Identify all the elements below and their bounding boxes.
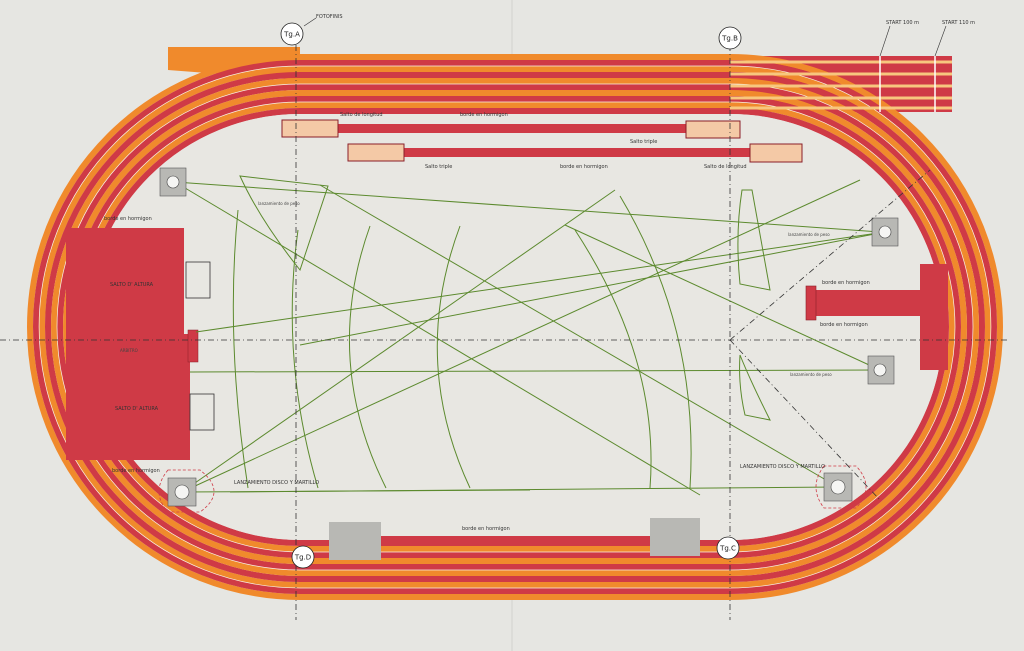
start-110-leader [934,25,947,57]
track-lane-5 [51,78,979,576]
bottom-pad-left [329,522,381,560]
bottom-runway [362,536,668,546]
label-borde-hormigon-bottom: borde en hormigon [462,526,510,532]
axis-marker-a[interactable]: Tg.A [280,22,304,46]
label-lanzamiento-peso-left: lanzamiento de peso [258,201,300,206]
discus-cage-sw [158,469,215,513]
axis-marker-c[interactable]: Tg.C [716,536,740,560]
high-jump-area-top [66,228,184,334]
bottom-pad-right [650,518,700,556]
start-110-label: START 110 m [942,20,975,26]
jump-runway-mid [348,148,800,157]
label-borde-hormigon-left: borde en hormigon [104,216,152,222]
diagonal-axis-1 [729,169,931,341]
throwing-sectors [174,175,886,496]
label-borde-hormigon-right-bottom: borde en hormigon [820,322,868,328]
reference-axes [0,32,1010,620]
label-lanzamiento-peso-right-top: lanzamiento de peso [788,232,830,237]
label-borde-hormigon-top: borde en hormigon [460,112,508,118]
label-salto-longitud-mid: Salto de longitud [704,164,747,170]
track-lane-3 [39,66,991,588]
start-100-leader [879,25,891,57]
sand-pit-mid-right [749,143,803,163]
axis-marker-b-label: Tg.B [721,35,738,43]
referee-stand [187,329,199,363]
label-borde-hormigon-right-top: borde en hormigon [822,280,870,286]
high-jump-runway [66,334,190,362]
sand-pit-top-left [281,119,339,138]
label-salto-triple-bottom: Salto triple [425,164,452,170]
label-borde-hormigon-sw: borde en hormigon [112,468,160,474]
axis-marker-d[interactable]: Tg.D [291,545,315,569]
diagonal-axis-2 [729,339,881,501]
axis-marker-c-label: Tg.C [719,545,736,553]
pole-vault-runway [808,290,924,316]
axis-marker-d-label: Tg.D [294,554,311,562]
high-jump-landing-bottom [189,393,215,431]
high-jump-area-bottom [66,362,190,460]
sprint-lane-lines [730,60,952,110]
label-salto-triple-top: Salto triple [630,139,657,145]
label-arbitro: ARBITRO [120,348,138,353]
label-lanzamiento-sw: LANZAMIENTO DISCO Y MARTILLO [234,480,319,486]
pole-vault-landing [920,264,948,370]
label-salto-altura-top: SALTO D' ALTURA [110,282,154,288]
axis-marker-a-label: Tg.A [283,31,300,39]
label-borde-hormigon-mid: borde en hormigon [560,164,608,170]
fotofinish-leader [303,17,317,27]
axis-marker-b[interactable]: Tg.B [718,26,742,50]
start-100-label: START 100 m [886,20,919,26]
high-jump-landing-top [185,261,211,299]
label-lanzamiento-se: LANZAMIENTO DISCO Y MARTILLO [740,464,825,470]
label-lanzamiento-peso-right-bottom: lanzamiento de peso [790,372,832,377]
jump-runway-top [282,124,740,133]
pole-vault-box [805,285,817,321]
label-salto-longitud-top: Salto de longitud [340,112,383,118]
sand-pit-top-right [685,120,741,139]
label-salto-altura-bottom: SALTO D' ALTURA [115,406,159,412]
fotofinish-label: FOTOFINIS [316,14,343,20]
sand-pit-mid-left [347,143,405,162]
discus-cage-se [815,465,867,509]
infield [87,114,943,540]
throwing-circles [158,167,899,513]
